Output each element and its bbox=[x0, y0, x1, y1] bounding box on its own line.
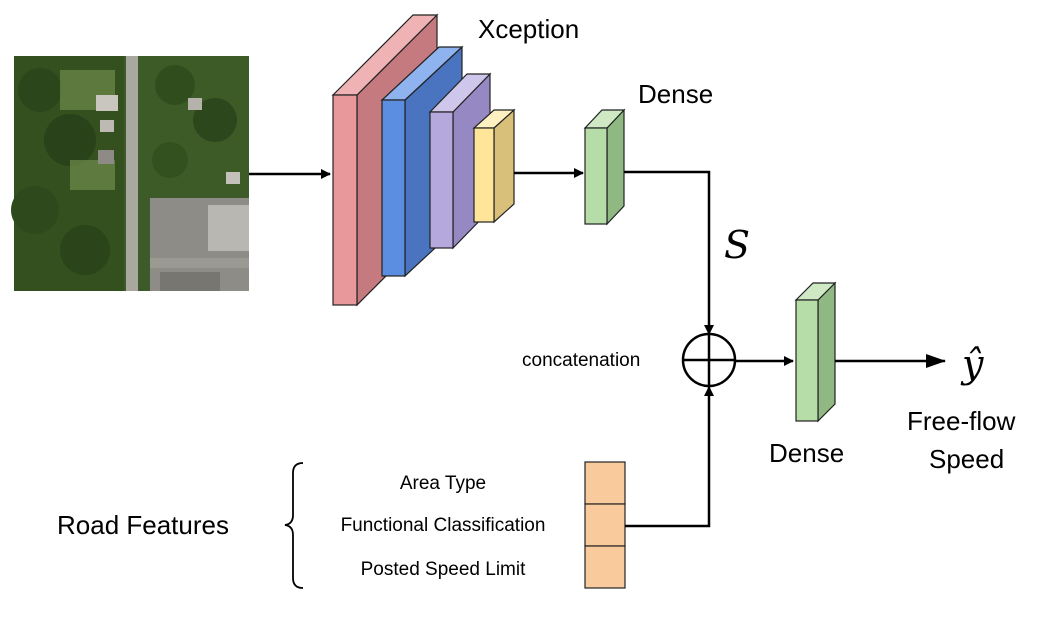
aerial-image bbox=[11, 56, 249, 291]
feature-posted-speed-limit: Posted Speed Limit bbox=[361, 559, 526, 580]
road-features-label: Road Features bbox=[57, 510, 229, 540]
dense-top-label: Dense bbox=[638, 79, 713, 109]
arrow-dense-to-concat bbox=[624, 170, 714, 335]
xception-block-4 bbox=[472, 108, 516, 224]
feature-vector bbox=[584, 461, 626, 589]
arrow-features-to-concat bbox=[625, 386, 714, 528]
road-features-brace bbox=[284, 462, 304, 589]
dense-block-top bbox=[583, 108, 626, 226]
dense-block-bottom bbox=[794, 281, 837, 423]
output-symbol: ŷ bbox=[960, 342, 984, 386]
xception-label: Xception bbox=[478, 14, 579, 44]
feature-area-type: Area Type bbox=[400, 473, 486, 494]
feature-cell-2 bbox=[584, 503, 626, 547]
feature-cell-3 bbox=[584, 545, 626, 589]
feature-functional-classification: Functional Classification bbox=[341, 515, 546, 536]
dense-bottom-label: Dense bbox=[769, 438, 844, 468]
concatenation-operator bbox=[681, 332, 737, 388]
feature-cell-1 bbox=[584, 461, 626, 505]
s-symbol: S bbox=[724, 223, 750, 267]
output-label-line1: Free-flow bbox=[907, 406, 1016, 436]
concatenation-label: concatenation bbox=[522, 350, 640, 371]
output-label-line2: Speed bbox=[929, 444, 1004, 474]
